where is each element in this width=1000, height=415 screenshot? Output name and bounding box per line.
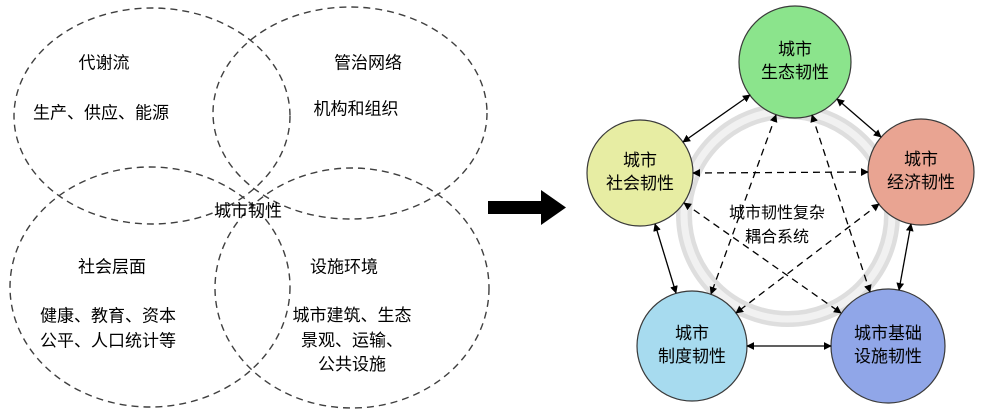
node-ecological-label: 城市 生态韧性 xyxy=(761,40,829,82)
venn-governance-title: 管治网络 xyxy=(334,53,402,73)
link-economic-institutional xyxy=(735,203,880,314)
venn-metabolic-desc: 生产、供应、能源 xyxy=(33,103,169,123)
transform-arrow-icon xyxy=(488,190,566,225)
node-ecological-circle xyxy=(738,5,852,119)
node-social-label: 城市 社会韧性 xyxy=(606,151,674,193)
venn-diagram xyxy=(9,6,490,409)
venn-social-title: 社会层面 xyxy=(78,257,146,277)
coupling-center-label: 城市韧性复杂 耦合系统 xyxy=(728,205,826,246)
venn-center-label: 城市韧性 xyxy=(214,201,282,221)
node-economic-label: 城市 经济韧性 xyxy=(887,150,955,192)
venn-metabolic-title: 代谢流 xyxy=(78,53,130,73)
venn-governance-desc: 机构和组织 xyxy=(313,99,399,119)
node-institutional-label: 城市 制度韧性 xyxy=(658,324,726,366)
coupling-diagram xyxy=(586,5,975,404)
link-economic-infrastructure xyxy=(896,223,914,291)
venn-social-desc: 健康、教育、资本 公平、人口统计等 xyxy=(40,306,176,350)
venn-facility-desc: 城市建筑、生态 景观、运输、 公共设施 xyxy=(292,306,412,375)
venn-circle-social xyxy=(9,166,291,408)
venn-circle-facility xyxy=(214,167,490,409)
venn-facility-title: 设施环境 xyxy=(310,257,378,277)
venn-circle-governance xyxy=(212,6,488,220)
node-infrastructure-label: 城市基础 设施韧性 xyxy=(854,324,922,366)
venn-circle-metabolic xyxy=(13,7,291,225)
link-social-institutional xyxy=(653,223,678,294)
link-social-economic xyxy=(692,168,869,177)
